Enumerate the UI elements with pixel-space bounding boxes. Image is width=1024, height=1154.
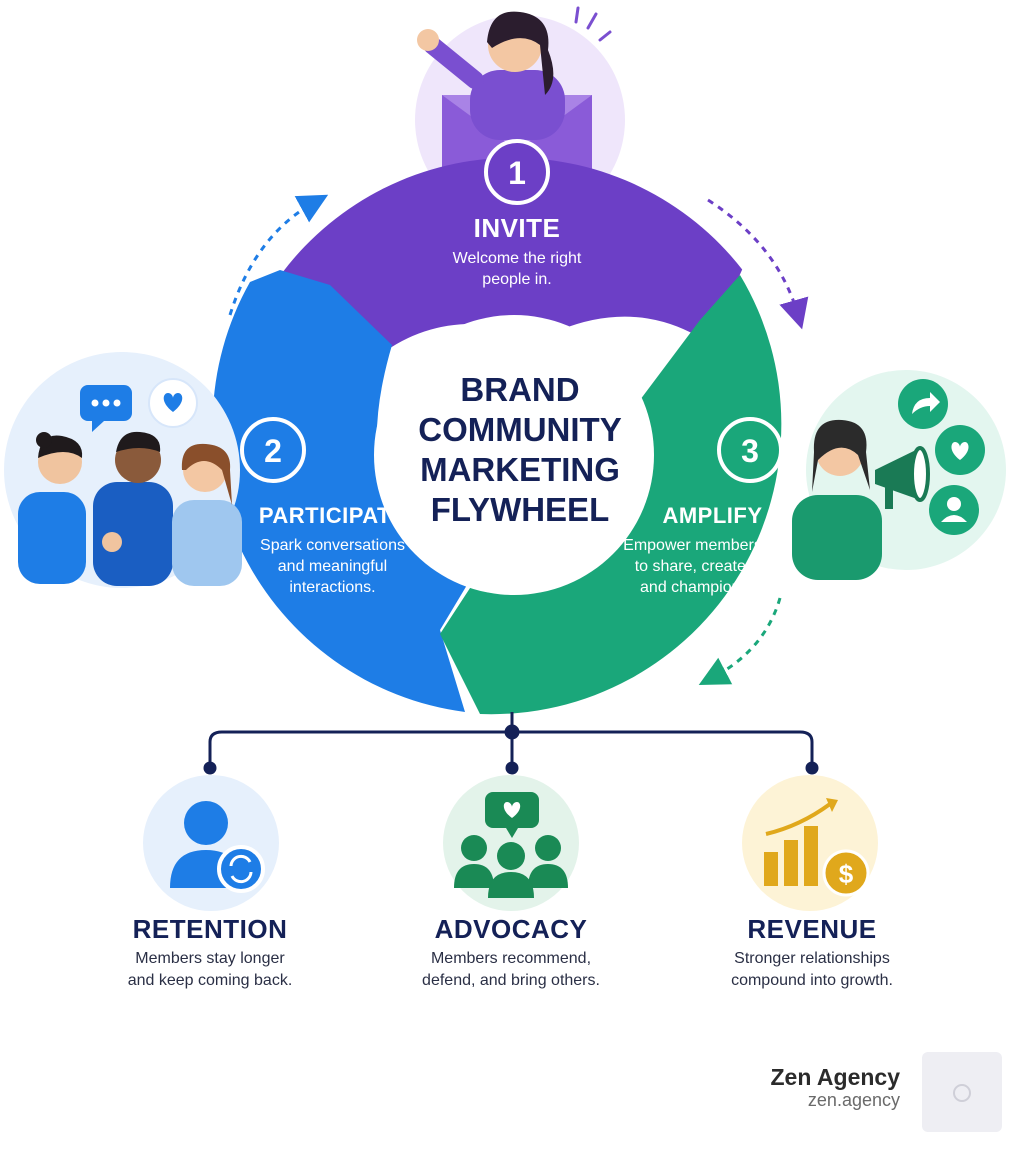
participate-illustration [4,352,242,588]
desc-line: Spark conversations [260,537,405,554]
desc-line: people in. [482,271,552,288]
flywheel-hub [374,315,654,595]
outcome-desc-revenue: Stronger relationships compound into gro… [682,948,942,992]
outcome-title-retention: RETENTION [132,914,288,944]
step-desc-amplify: Empower members to share, create, and ch… [600,535,785,598]
cycle-arrows [228,194,809,686]
retention-icon [143,775,279,911]
revenue-icon: $ [742,775,878,911]
desc-line: and champion. [640,579,745,596]
brand-url[interactable]: zen.agency [807,1090,900,1110]
desc-line: Stronger relationships [734,950,890,967]
title-line: MARKETING [420,451,620,488]
segment-invite [283,157,743,370]
outcome-title-advocacy: ADVOCACY [434,914,588,944]
brand-name: Zen Agency [770,1064,900,1090]
desc-line: Members stay longer [135,950,285,967]
step-desc-invite: Welcome the right people in. [417,248,617,290]
title-line: FLYWHEEL [430,491,610,528]
desc-line: Empower members [623,537,762,554]
brand-logo-icon [922,1052,1002,1132]
title-line: BRAND [460,371,580,408]
desc-line: to share, create, [634,558,751,575]
step-title-amplify: AMPLIFY [662,503,763,528]
desc-line: defend, and bring others. [422,972,600,989]
desc-line: Members recommend, [430,950,592,967]
flywheel-title: BRAND COMMUNITY MARKETING FLYWHEEL [400,370,640,530]
flywheel-ring [212,157,782,715]
outcome-desc-advocacy: Members recommend, defend, and bring oth… [381,948,641,992]
step-number: 2 [264,433,282,469]
step-title-invite: INVITE [473,213,561,243]
desc-line: interactions. [289,579,376,596]
segment-participate [212,270,470,712]
svg-text:$: $ [839,859,854,889]
step-number: 3 [741,433,759,469]
outcome-title-revenue: REVENUE [747,914,877,944]
outcome-connectors [203,712,819,775]
segment-amplify [440,275,782,715]
step-title-participate: PARTICIPATE [258,503,407,528]
step-desc-participate: Spark conversations and meaningful inter… [240,535,425,598]
desc-line: and meaningful [277,558,388,575]
step-number: 1 [508,155,526,191]
title-line: COMMUNITY [418,411,622,448]
step-badges: 1 2 3 [240,139,783,483]
outcome-desc-retention: Members stay longer and keep coming back… [90,948,330,992]
advocacy-icon [443,775,579,911]
desc-line: Welcome the right [452,250,582,267]
amplify-illustration [792,370,1006,580]
desc-line: compound into growth. [731,972,893,989]
desc-line: and keep coming back. [127,972,293,989]
